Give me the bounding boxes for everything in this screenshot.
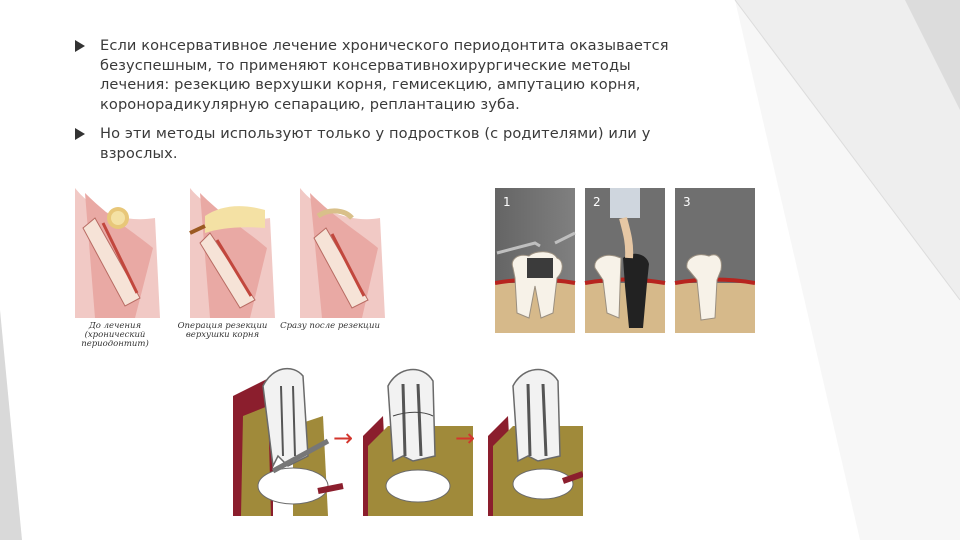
tooth-after-resection bbox=[300, 188, 385, 318]
hemisection-step-2: 2 bbox=[584, 188, 666, 333]
hemisection-illustration: 1 2 3 bbox=[495, 188, 755, 333]
step-arrow-icon: → bbox=[333, 424, 353, 452]
bullet-line: лечения: резекцию верхушки корня, гемисе… bbox=[100, 76, 641, 93]
hemisection-step-3: 3 bbox=[674, 188, 755, 333]
root-amputation-illustration: → → bbox=[233, 356, 583, 516]
hemisection-step-number: 2 bbox=[593, 195, 601, 209]
hemisection-step-number: 3 bbox=[683, 195, 691, 209]
amputation-step-3 bbox=[488, 368, 583, 516]
amputation-step-2 bbox=[363, 368, 473, 516]
caption-line: (хронический периодонтит) bbox=[81, 330, 149, 349]
tooth-during-resection bbox=[189, 188, 275, 318]
step-arrow-icon: → bbox=[455, 424, 475, 452]
bullet-arrow-icon bbox=[75, 40, 85, 52]
caption-line: Операция резекции bbox=[177, 321, 268, 331]
bullet-line: безуспешным, то применяют консервативнох… bbox=[100, 56, 631, 74]
caption-resection-operation: Операция резекции верхушки корня bbox=[175, 322, 270, 340]
bullet-item-2: Но эти методы используют только у подрос… bbox=[75, 124, 715, 163]
bullet-line: коронорадикулярную сепарацию, реплантаци… bbox=[100, 95, 520, 113]
bullet-arrow-icon bbox=[75, 128, 85, 140]
caption-after-resection: Сразу после резекции bbox=[280, 322, 380, 331]
root-resection-illustration bbox=[75, 188, 385, 318]
caption-line: До лечения bbox=[88, 321, 142, 331]
caption-line: верхушки корня bbox=[185, 330, 260, 340]
bullet-list: Если консервативное лечение хронического… bbox=[75, 36, 715, 173]
hemisection-step-1: 1 bbox=[495, 188, 576, 333]
tooth-before-treatment bbox=[75, 188, 160, 318]
bullet-item-1: Если консервативное лечение хронического… bbox=[75, 36, 715, 114]
caption-before-treatment: До лечения (хронический периодонтит) bbox=[55, 322, 175, 349]
bullet-line: Если консервативное лечение хронического… bbox=[100, 37, 669, 54]
bullet-line: Но эти методы используют только у подрос… bbox=[100, 125, 651, 142]
bullet-line: взрослых. bbox=[100, 144, 178, 162]
hemisection-step-number: 1 bbox=[503, 195, 511, 209]
amputation-step-1 bbox=[233, 356, 344, 516]
caption-line: Сразу после резекции bbox=[280, 321, 380, 331]
